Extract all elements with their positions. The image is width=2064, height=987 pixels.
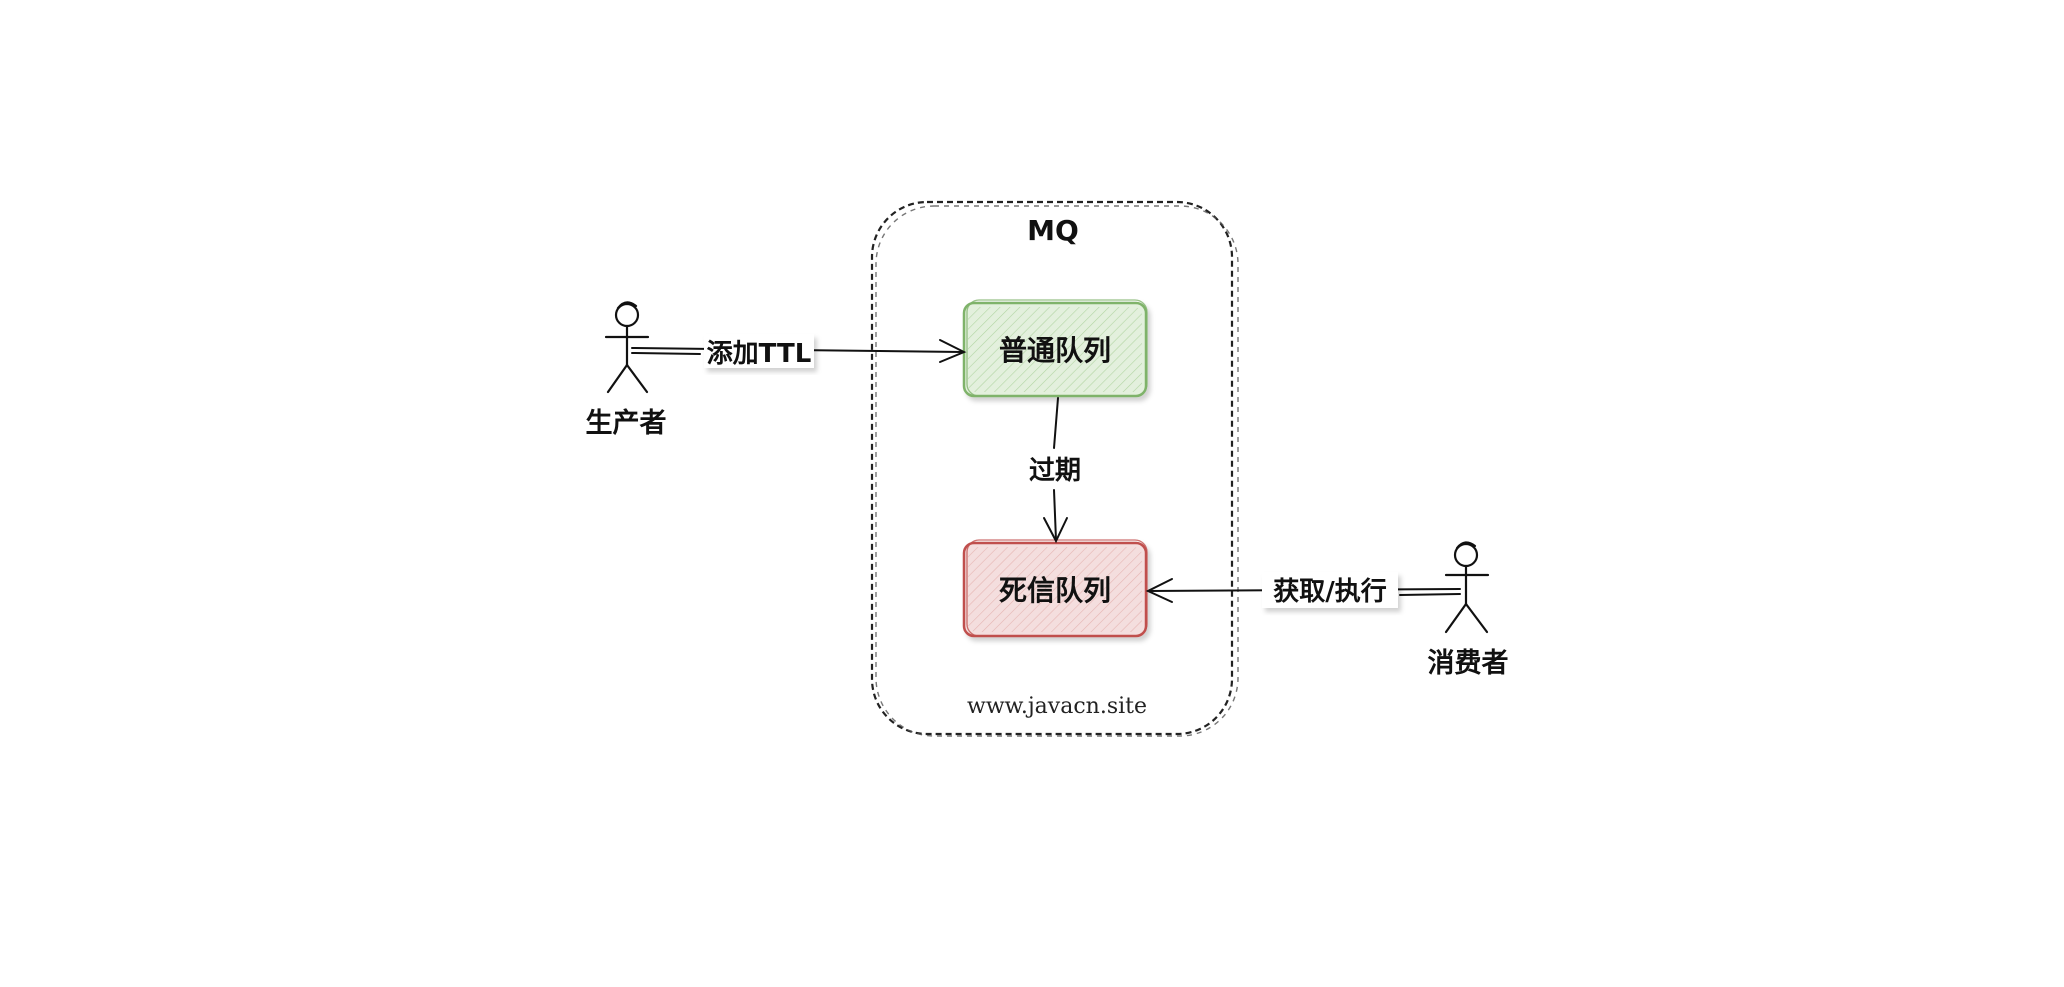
- mq-container: MQ www.javacn.site: [870, 200, 1239, 737]
- mq-container-border: [870, 200, 1234, 736]
- dead-letter-queue-label: 死信队列: [999, 574, 1111, 607]
- producer-label: 生产者: [586, 408, 667, 439]
- edge-label-expire: 过期: [1029, 456, 1081, 486]
- consumer-actor-icon: [1444, 541, 1490, 634]
- edge-label-add-ttl: 添加TTL: [707, 339, 812, 369]
- edge-label-background: [1262, 572, 1398, 608]
- mq-title: MQ: [1027, 214, 1079, 247]
- dead-letter-queue-hatch: [968, 547, 1142, 632]
- edge-label-fetch-execute: 获取/执行: [1273, 576, 1387, 607]
- consumer-label: 消费者: [1428, 648, 1509, 679]
- arrowhead-left-icon: [1145, 578, 1173, 603]
- producer-actor-icon: [604, 301, 650, 394]
- dead-letter-queue-node: [962, 539, 1148, 638]
- normal-queue-box-sketch: [966, 299, 1148, 397]
- edge-normal-to-dead-letter: [1043, 397, 1068, 544]
- edge-label-background: [704, 334, 814, 368]
- normal-queue-label: 普通队列: [999, 334, 1111, 367]
- normal-queue-hatch: [968, 307, 1142, 392]
- arrowhead-right-icon: [939, 339, 967, 363]
- mq-container-border-sketch: [875, 205, 1239, 737]
- arrowhead-down-icon: [1043, 517, 1068, 544]
- normal-queue-node: [962, 299, 1148, 398]
- watermark-url: www.javacn.site: [967, 694, 1147, 719]
